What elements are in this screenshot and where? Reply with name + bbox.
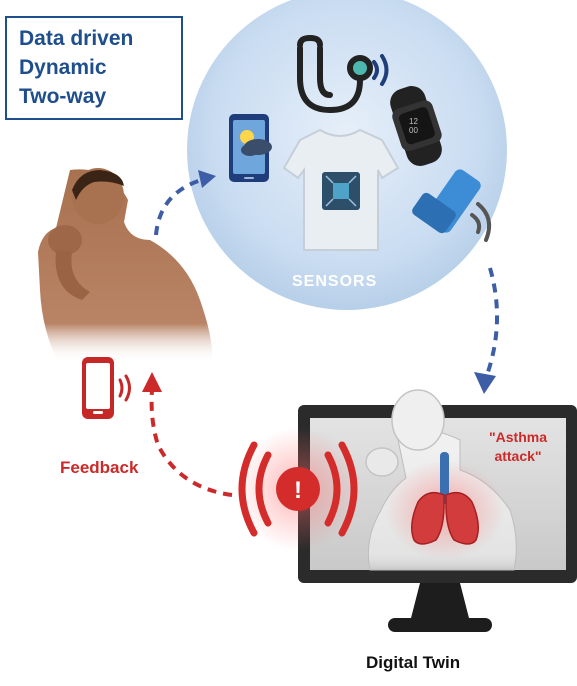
keyword-two-way: Two-way (19, 85, 107, 108)
keywords-box: Data driven Dynamic Two-way (5, 16, 183, 120)
digital-twin-label: Digital Twin (366, 653, 461, 672)
alarm-icon: ! (236, 427, 360, 551)
wireless-signal-icon (470, 202, 492, 242)
patient-figure (38, 168, 213, 362)
smartphone-weather-icon (229, 114, 272, 182)
wireless-signal-icon (372, 54, 389, 86)
asthma-attack-line-2: attack" (494, 448, 542, 464)
arrow-twin-to-feedback (149, 389, 233, 497)
keyword-data-driven: Data driven (19, 27, 134, 50)
sensors-label: SENSORS (292, 273, 378, 290)
alarm-symbol: ! (294, 477, 302, 504)
keyword-dynamic: Dynamic (19, 56, 107, 79)
asthma-attack-line-1: "Asthma (489, 429, 547, 445)
inhaler-icon (412, 169, 481, 234)
asthma-attack-label: "Asthma attack" (478, 428, 558, 466)
smart-tshirt-icon (282, 128, 400, 251)
data-flow-arrows (142, 170, 500, 497)
lungs-icon (385, 452, 505, 560)
arrow-sensors-to-twin (486, 267, 500, 373)
arrow-patient-to-sensors (154, 176, 209, 236)
watch-hour: 12 (409, 117, 418, 126)
smartphone-vibrate-icon (82, 357, 131, 419)
smartwatch-icon: 12 00 (390, 86, 442, 166)
stethoscope-icon (297, 34, 373, 114)
feedback-label: Feedback (60, 458, 139, 477)
watch-minute: 00 (409, 126, 418, 135)
